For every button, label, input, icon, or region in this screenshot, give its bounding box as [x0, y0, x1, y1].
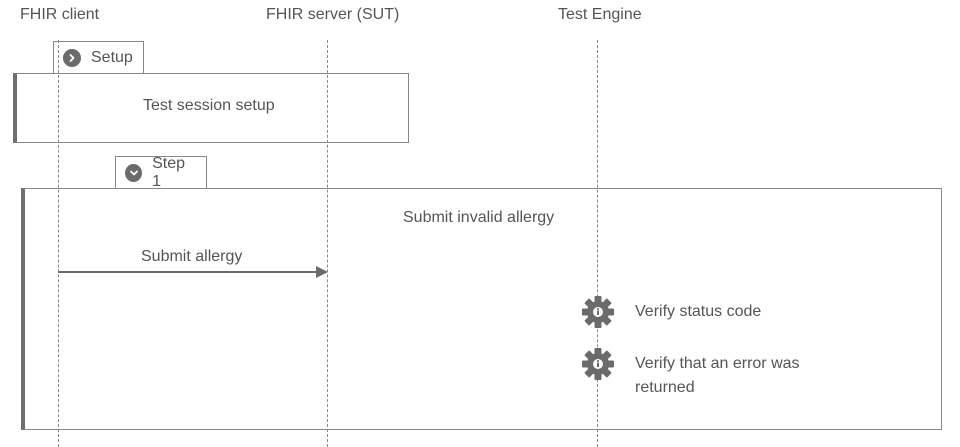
chevron-down-icon	[125, 163, 143, 182]
actor-test-engine: Test Engine	[558, 6, 642, 23]
arrow-head-icon	[316, 266, 328, 278]
lifeline-fhir-client	[58, 40, 59, 447]
actor-fhir-server: FHIR server (SUT)	[266, 6, 400, 23]
setup-tab[interactable]: Setup	[53, 41, 144, 73]
verify-status-code-label: Verify status code	[635, 303, 762, 320]
actor-fhir-client: FHIR client	[20, 6, 100, 23]
step1-title: Submit invalid allergy	[403, 209, 555, 226]
setup-tab-label: Setup	[91, 48, 133, 66]
chevron-right-icon	[63, 48, 81, 67]
setup-title: Test session setup	[143, 97, 275, 114]
gear-info-icon	[582, 348, 614, 380]
gear-info-icon	[582, 296, 614, 328]
step1-tab[interactable]: Step 1	[115, 154, 207, 190]
message-arrow	[58, 271, 316, 273]
setup-box	[13, 73, 409, 143]
message-label: Submit allergy	[141, 248, 243, 265]
step1-tab-label: Step 1	[152, 154, 185, 190]
lifeline-test-engine	[597, 40, 598, 447]
lifeline-fhir-server	[327, 40, 328, 447]
verify-error-returned-label: Verify that an error was returned	[635, 355, 800, 396]
step1-box	[21, 188, 942, 430]
